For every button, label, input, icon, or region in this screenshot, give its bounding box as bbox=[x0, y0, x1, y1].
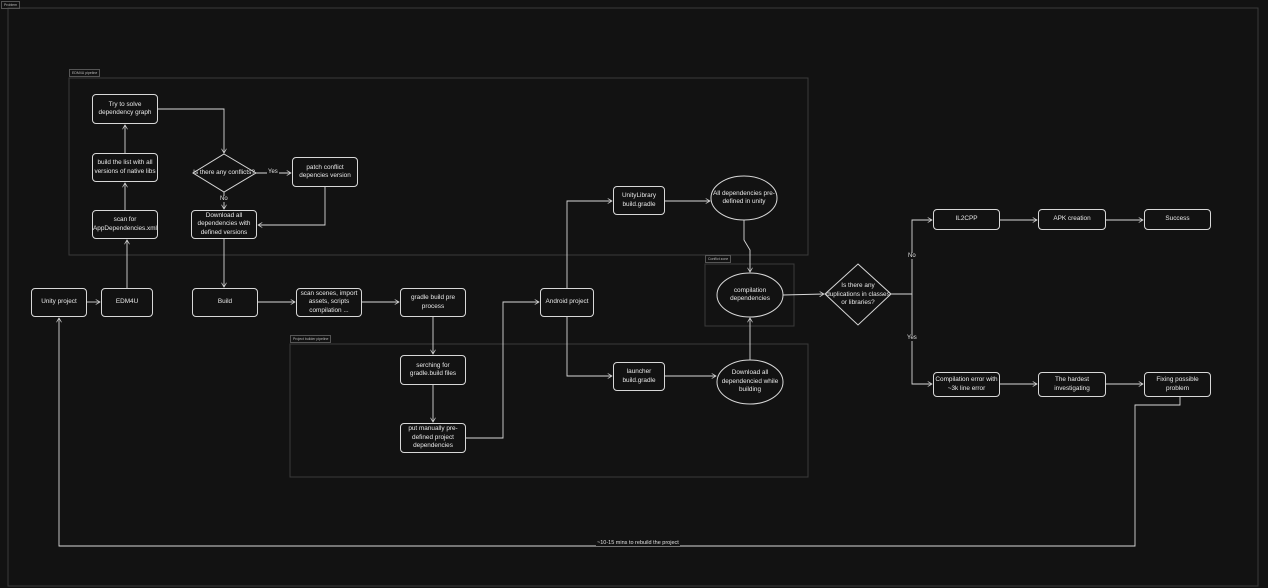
node-patch[interactable]: patch conflict depencies version bbox=[292, 157, 358, 187]
node-success[interactable]: Success bbox=[1144, 209, 1211, 230]
node-build-list[interactable]: build the list with all versions of nati… bbox=[92, 153, 158, 182]
node-gradle-pre[interactable]: gradle build pre process bbox=[400, 288, 466, 317]
node-unity-project[interactable]: Unity project bbox=[31, 288, 87, 317]
node-fixing[interactable]: Fixing possible problem bbox=[1144, 372, 1211, 397]
node-put-manually[interactable]: put manually pre-defined project depende… bbox=[400, 423, 466, 453]
frame-label-edm4u: EDM4U pipeline bbox=[69, 69, 101, 77]
node-compile-error[interactable]: Compilation error with ~3k line error bbox=[933, 372, 1000, 397]
edge-label-rebuild: ~10-15 mins to rebuild the project bbox=[596, 540, 680, 546]
frame-problem bbox=[7, 7, 1259, 587]
frame-label-conflict-zone: Conflict zone bbox=[705, 255, 732, 263]
edge-label-yes-2: Yes bbox=[906, 335, 918, 341]
node-unity-library[interactable]: UnityLibrary build.gradle bbox=[613, 186, 665, 215]
node-download-while-building[interactable]: Download all dependencied while building bbox=[721, 369, 779, 394]
node-scan-for[interactable]: scan for AppDependencies.xml bbox=[92, 210, 158, 239]
edge-label-no: No bbox=[219, 196, 229, 202]
node-build[interactable]: Build bbox=[192, 288, 258, 317]
node-download-defined[interactable]: Download all dependencies with defined v… bbox=[191, 210, 257, 239]
frame-label-project-builder: Project builder pipeline bbox=[290, 335, 332, 343]
frame-label-problem: Problem bbox=[1, 1, 21, 9]
node-serching[interactable]: serching for gradle.build files bbox=[400, 355, 466, 385]
node-conflicts-question[interactable]: Is there any conflicts? bbox=[193, 168, 255, 176]
node-scan-scenes[interactable]: scan scenes, import assets, scripts comp… bbox=[296, 288, 362, 317]
node-duplications-question[interactable]: Is there any duplications in classes or … bbox=[826, 282, 890, 307]
node-all-deps-predefined[interactable]: All dependencies pre-defined in unity bbox=[713, 189, 775, 206]
node-launcher[interactable]: launcher build.gradle bbox=[613, 362, 665, 391]
frame-edm4u bbox=[68, 77, 809, 256]
node-hardest[interactable]: The hardest investigating bbox=[1038, 372, 1106, 397]
node-compilation-deps[interactable]: compilation dependencies bbox=[730, 286, 770, 303]
edge-label-no-2: No bbox=[907, 253, 917, 259]
node-android-project[interactable]: Android project bbox=[540, 288, 594, 317]
node-il2cpp[interactable]: IL2CPP bbox=[933, 209, 1000, 230]
edge-label-yes: Yes bbox=[267, 169, 279, 175]
node-edm4u[interactable]: EDM4U bbox=[101, 288, 153, 317]
node-try-solve[interactable]: Try to solve dependency graph bbox=[92, 94, 158, 124]
node-apk[interactable]: APK creation bbox=[1038, 209, 1106, 230]
duplications-diamond bbox=[824, 263, 892, 326]
frame-project-builder bbox=[289, 343, 809, 478]
